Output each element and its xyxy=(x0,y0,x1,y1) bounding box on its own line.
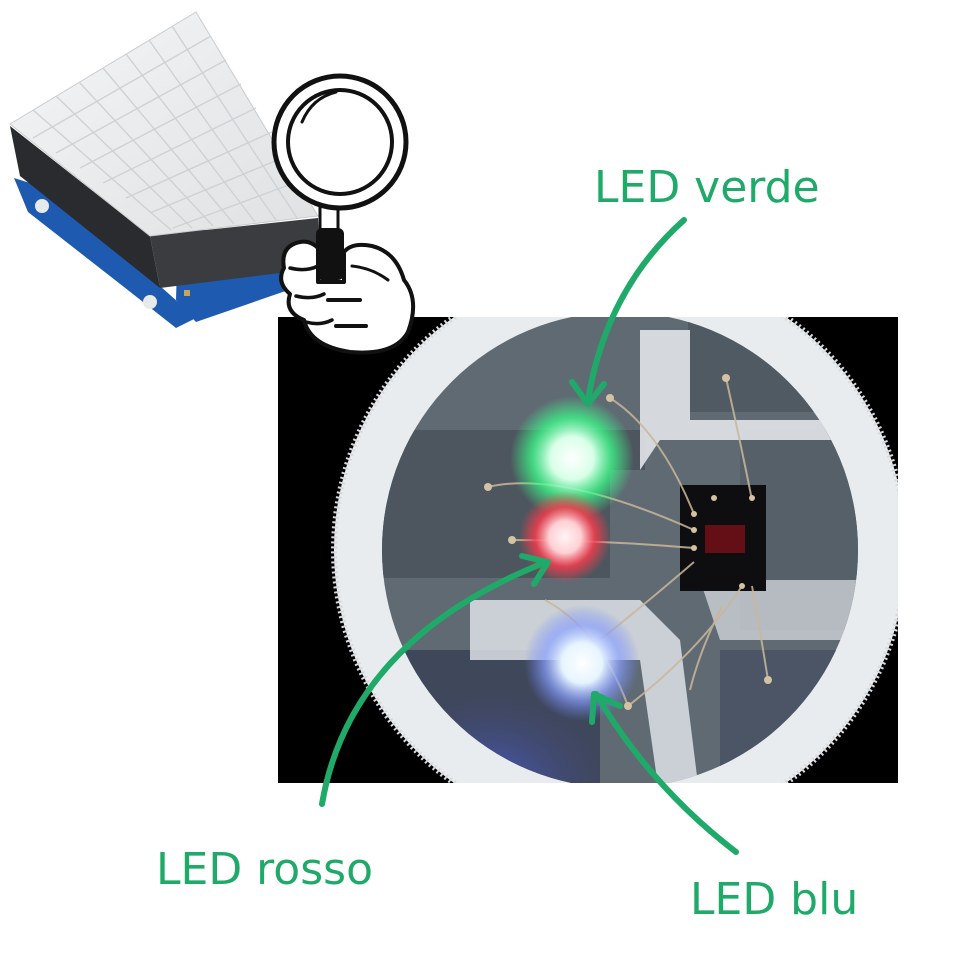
label-blue-led: LED blu xyxy=(690,874,859,925)
arrow-red-led xyxy=(319,553,551,807)
led-matrix-board-icon xyxy=(9,11,320,328)
label-green-led: LED verde xyxy=(594,162,820,213)
arrow-blue-led xyxy=(589,691,739,855)
annotation-arrows xyxy=(319,217,739,855)
green-led-glow xyxy=(510,396,634,520)
label-red-led: LED rosso xyxy=(156,844,373,895)
blue-led-glow xyxy=(524,605,640,721)
arrow-green-led xyxy=(569,217,687,407)
magnifying-glass-hand-icon xyxy=(271,73,416,355)
led-closeup-photo xyxy=(278,317,898,783)
